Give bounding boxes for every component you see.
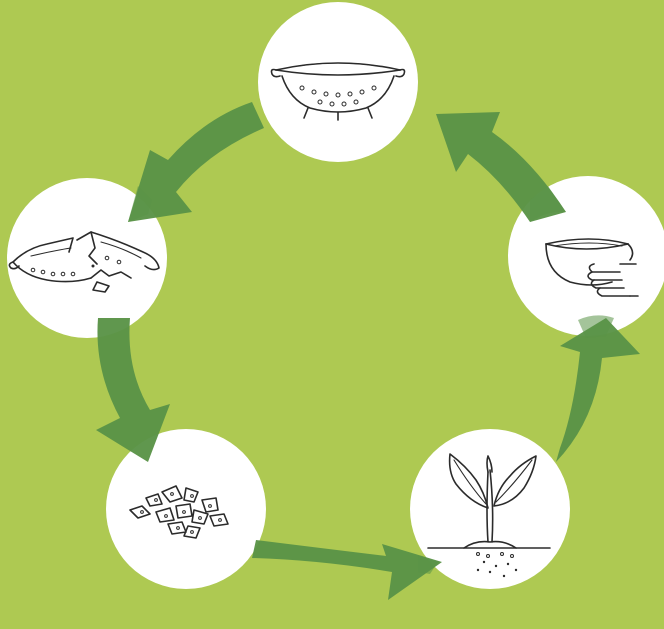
arrow-overlap-bowl-top <box>530 186 566 222</box>
stage-circle-colander <box>258 2 418 162</box>
arrow-plant-to-bowl <box>556 318 640 462</box>
stage-circle-broken-colander <box>7 178 167 338</box>
sprout-icon <box>427 453 551 578</box>
arrow-broken-to-crushed <box>96 318 170 462</box>
broken-colander-icon <box>8 231 160 293</box>
bowl-hand-icon <box>545 238 639 297</box>
arrow-overlap-bowl-bottom <box>578 315 614 338</box>
crushed-pieces-icon <box>129 485 229 539</box>
arrow-colander-to-broken <box>128 102 264 222</box>
arrow-bowl-to-colander <box>436 112 566 222</box>
stage-circle-crushed-pieces <box>106 429 266 589</box>
arrow-overlap-left <box>128 186 152 222</box>
colander-icon <box>270 62 406 121</box>
arrow-crushed-to-plant <box>252 540 442 600</box>
arrow-overlap-plant <box>418 556 438 574</box>
